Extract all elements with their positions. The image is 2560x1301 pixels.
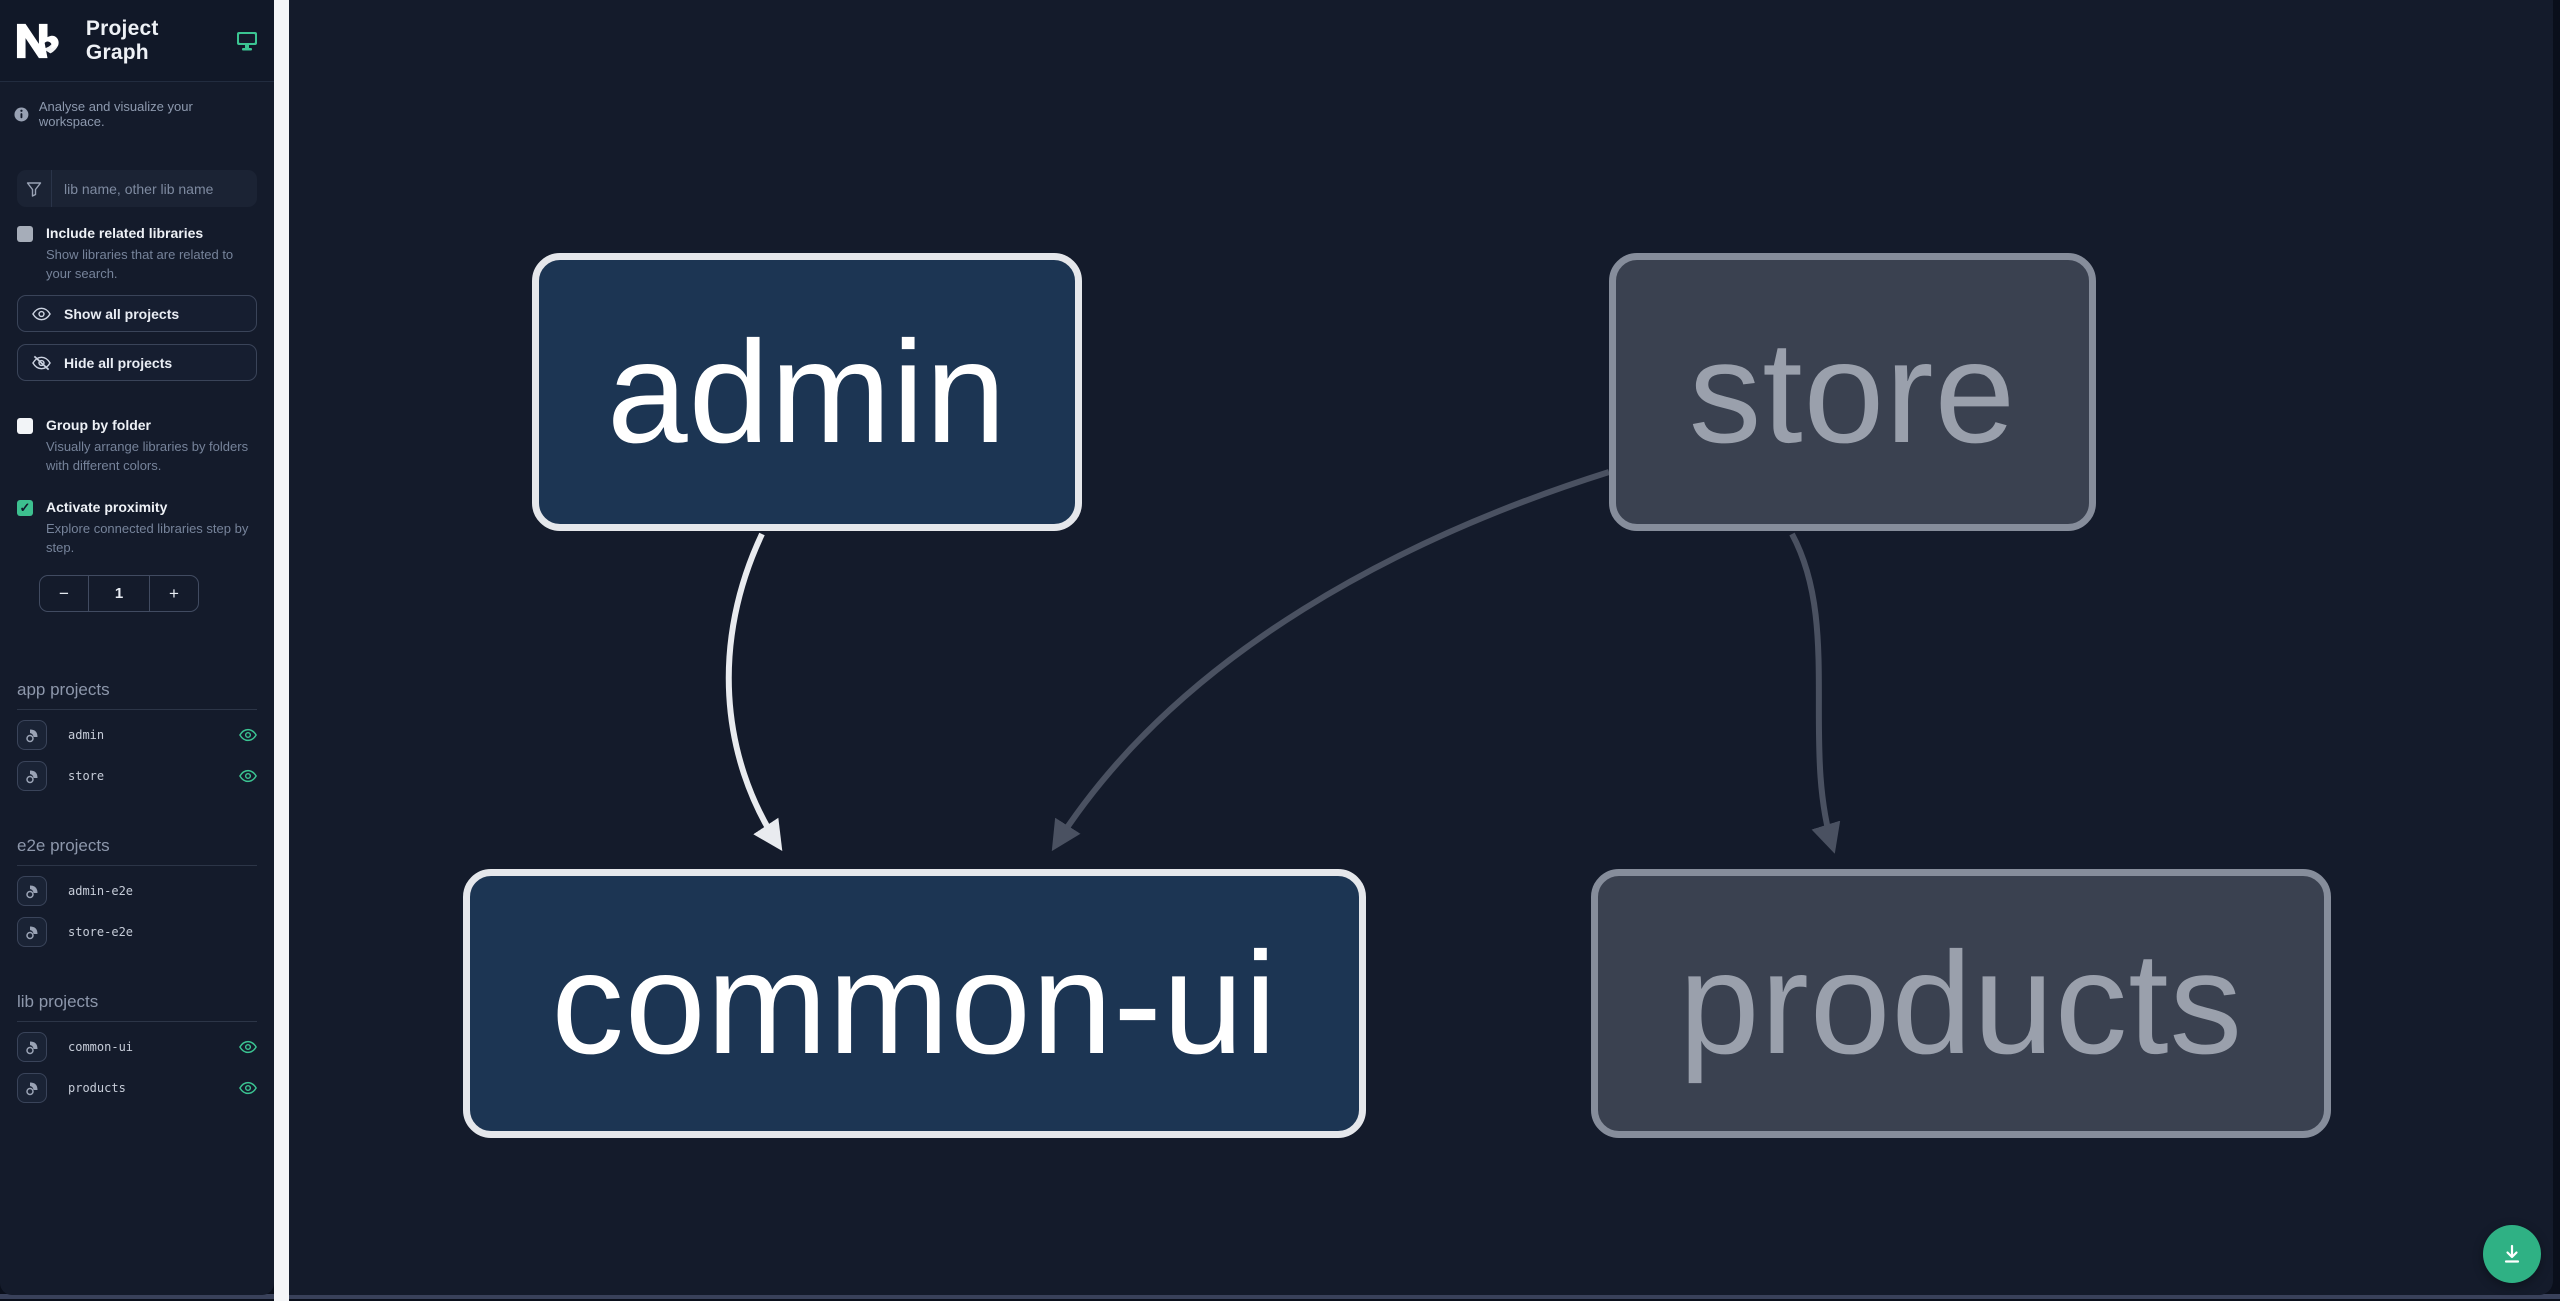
project-pin-icon bbox=[26, 885, 38, 899]
project-row-store-e2e: store-e2e bbox=[17, 916, 257, 948]
horizontal-scrollbar[interactable] bbox=[0, 1294, 2560, 1299]
sidebar-header: Project Graph bbox=[0, 0, 274, 82]
proximity-increment-button[interactable]: + bbox=[169, 583, 179, 603]
group-by-folder-checkbox[interactable] bbox=[17, 418, 33, 434]
project-pin-icon bbox=[26, 729, 38, 743]
project-name: products bbox=[68, 1081, 126, 1095]
toggle-visibility-eye-icon[interactable] bbox=[239, 769, 257, 783]
focus-project-button[interactable] bbox=[17, 917, 47, 947]
graph-node-products[interactable]: products bbox=[1591, 869, 2331, 1138]
hide-all-projects-label: Hide all projects bbox=[64, 354, 173, 371]
section-title: e2e projects bbox=[17, 836, 257, 866]
section-app-projects: app projects admin bbox=[17, 680, 257, 792]
download-image-button[interactable] bbox=[2483, 1225, 2541, 1283]
toggle-visibility-eye-icon[interactable] bbox=[239, 728, 257, 742]
eye-off-icon bbox=[32, 355, 51, 370]
focus-project-button[interactable] bbox=[17, 1032, 47, 1062]
section-title: app projects bbox=[17, 680, 257, 710]
activate-proximity-checkbox[interactable]: ✓ bbox=[17, 500, 33, 516]
graph-edges bbox=[725, 469, 1841, 854]
project-row-admin: admin bbox=[17, 719, 257, 751]
include-related-checkbox[interactable] bbox=[17, 226, 33, 242]
filter-input[interactable] bbox=[52, 170, 257, 207]
group-by-folder-option: Group by folder Visually arrange librari… bbox=[0, 417, 274, 475]
graph-node-admin[interactable]: admin bbox=[532, 253, 1082, 531]
proximity-stepper: − 1 + bbox=[39, 575, 199, 612]
project-row-common-ui: common-ui bbox=[17, 1031, 257, 1063]
group-by-folder-label: Group by folder bbox=[46, 417, 151, 433]
project-name: common-ui bbox=[68, 1040, 134, 1054]
activate-proximity-option: ✓ Activate proximity Explore connected l… bbox=[0, 499, 274, 557]
activate-proximity-label: Activate proximity bbox=[46, 499, 168, 515]
project-pin-icon bbox=[26, 926, 38, 940]
app-title: Project Graph bbox=[85, 16, 159, 64]
show-all-projects-label: Show all projects bbox=[64, 305, 180, 322]
project-name: store bbox=[68, 769, 105, 783]
focus-project-button[interactable] bbox=[17, 761, 47, 791]
sidebar: Project Graph Analyse and visualize your… bbox=[0, 0, 274, 1295]
info-icon bbox=[14, 107, 29, 121]
project-pin-icon bbox=[26, 770, 38, 784]
proximity-decrement-button[interactable]: − bbox=[59, 583, 69, 603]
include-related-option: Include related libraries Show libraries… bbox=[0, 225, 274, 283]
graph-canvas[interactable]: admin store common-ui products bbox=[289, 0, 2553, 1295]
include-related-label: Include related libraries bbox=[46, 225, 204, 241]
monitor-icon[interactable] bbox=[236, 31, 258, 51]
show-all-projects-button[interactable]: Show all projects bbox=[17, 295, 257, 332]
edge-admin-to-common-ui[interactable] bbox=[725, 532, 783, 852]
include-related-description: Show libraries that are related to your … bbox=[46, 247, 234, 281]
section-lib-projects: lib projects common-ui bbox=[17, 992, 257, 1104]
project-filter bbox=[17, 170, 257, 207]
edge-store-to-common-ui[interactable] bbox=[1051, 469, 1610, 852]
focus-project-button[interactable] bbox=[17, 1073, 47, 1103]
edge-store-to-products[interactable] bbox=[1789, 532, 1841, 854]
project-row-store: store bbox=[17, 760, 257, 792]
project-name: admin bbox=[68, 728, 105, 742]
group-by-folder-description: Visually arrange libraries by folders wi… bbox=[46, 439, 249, 473]
project-row-products: products bbox=[17, 1072, 257, 1104]
nx-logo-icon bbox=[16, 23, 59, 58]
graph-node-store[interactable]: store bbox=[1609, 253, 2096, 531]
project-name: admin-e2e bbox=[68, 884, 134, 898]
graph-node-common-ui[interactable]: common-ui bbox=[463, 869, 1366, 1138]
funnel-icon bbox=[17, 170, 52, 207]
workspace-subtitle: Analyse and visualize your workspace. bbox=[38, 99, 193, 129]
eye-icon bbox=[32, 307, 51, 320]
hide-all-projects-button[interactable]: Hide all projects bbox=[17, 344, 257, 381]
focus-project-button[interactable] bbox=[17, 720, 47, 750]
project-name: store-e2e bbox=[68, 925, 134, 939]
focus-project-button[interactable] bbox=[17, 876, 47, 906]
project-row-admin-e2e: admin-e2e bbox=[17, 875, 257, 907]
toggle-visibility-eye-icon[interactable] bbox=[239, 1081, 257, 1095]
project-pin-icon bbox=[26, 1041, 38, 1055]
sidebar-resizer-handle[interactable] bbox=[274, 0, 289, 1301]
download-icon bbox=[2504, 1244, 2520, 1263]
toggle-visibility-eye-icon[interactable] bbox=[239, 1040, 257, 1054]
project-pin-icon bbox=[26, 1082, 38, 1096]
section-e2e-projects: e2e projects admin-e2e store-e2e bbox=[17, 836, 257, 948]
section-title: lib projects bbox=[17, 992, 257, 1022]
activate-proximity-description: Explore connected libraries step by step… bbox=[46, 521, 249, 555]
proximity-value: 1 bbox=[88, 576, 150, 611]
